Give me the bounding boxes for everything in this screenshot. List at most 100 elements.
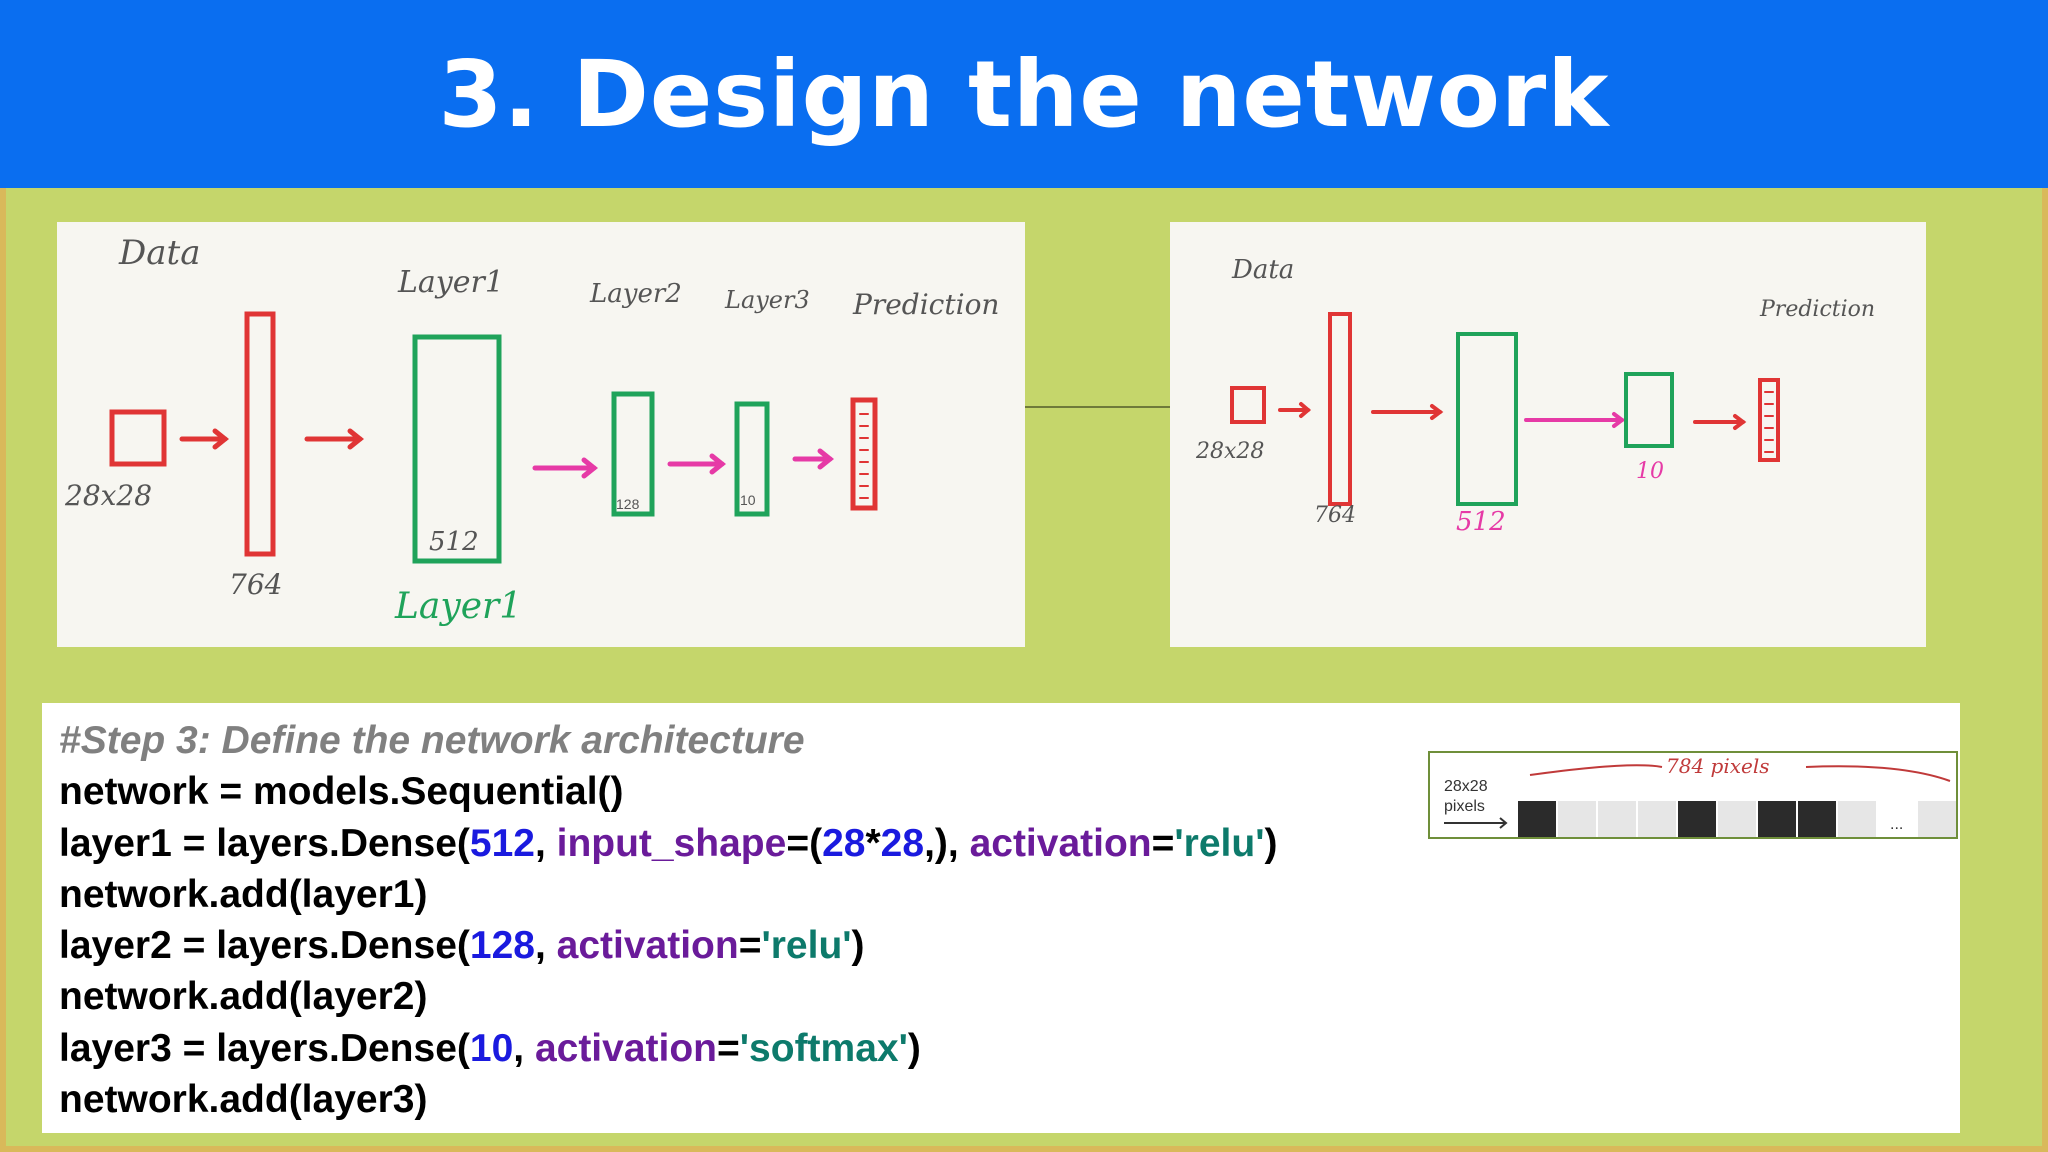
photo-connector-line [1025,406,1170,408]
prediction-ticks [1764,391,1774,453]
code-token: * [865,821,881,865]
whiteboard-photo-left: Data Layer1 Layer2 Layer3 Prediction 28x… [57,222,1025,647]
code-token: layer2 = layers.Dense( [59,924,470,968]
label-prediction: Prediction [1759,297,1875,322]
code-line: #Step 3: Define the network architecture [59,715,1277,766]
label-layer2: Layer2 [589,279,682,309]
code-block: #Step 3: Define the network architecture… [59,715,1277,1125]
code-token: 28 [822,821,866,865]
label-data: Data [1231,255,1294,285]
code-token: network.add(layer3) [59,1078,428,1122]
brace-left-curve [1529,764,1663,776]
red-arrow-1 [1278,402,1312,418]
frame-bottom-border [0,1146,2048,1152]
label-layer3-units: 10 [740,492,756,508]
code-token: = [1151,821,1175,865]
label-output-units: 10 [1636,459,1664,484]
pixel-cell [1678,801,1716,837]
label-layer3: Layer3 [724,286,810,314]
label-layer2-units: 128 [616,496,640,512]
pink-arrow-1 [1524,412,1626,428]
label-input-size: 28x28 [1195,439,1264,464]
network-sketch-right: Data Prediction 28x28 764 512 10 [1195,255,1875,537]
code-line: network = models.Sequential() [59,766,1277,817]
code-line: layer1 = layers.Dense(512, input_shape=(… [59,818,1277,869]
brace-right-curve [1805,765,1951,782]
red-arrow-1 [179,428,230,450]
code-token: 128 [469,924,535,968]
label-prediction: Prediction [852,288,999,321]
label-layer1-bottom: Layer1 [394,586,522,627]
pixel-cell [1918,801,1956,837]
frame-left-border [0,188,6,1152]
code-line: layer3 = layers.Dense(10, activation='so… [59,1023,1277,1074]
code-token: 'softmax' [739,1026,908,1070]
layer2-box [611,391,655,517]
code-token: activation [556,924,739,968]
pixel-cell [1798,801,1836,837]
code-token: = [717,1026,740,1070]
output-layer-box [1624,372,1674,448]
red-arrow-2 [1371,404,1444,420]
code-line: network.add(layer1) [59,869,1277,920]
whiteboard-photo-right: Data Prediction 28x28 764 512 10 [1170,222,1926,647]
label-flatten-size: 764 [1314,503,1356,528]
code-token: network.add(layer2) [59,975,428,1019]
label-layer1-top: Layer1 [397,265,504,300]
layer1-box [412,334,502,564]
code-token: network.add(layer1) [59,872,428,916]
code-line: network.add(layer2) [59,971,1277,1022]
code-token: ) [851,924,865,968]
prediction-vector [1758,378,1780,462]
pixel-cell [1878,801,1916,837]
pixel-ellipsis: ... [1890,816,1903,833]
code-token: =( [786,821,823,865]
code-token: ,), [924,821,970,865]
pixel-cell [1518,801,1556,837]
strip-cells: ... [1518,801,1956,837]
code-token: , [534,924,557,968]
code-token: input_shape [556,821,787,865]
red-arrow-3 [1693,414,1747,430]
title-banner: 3. Design the network [0,0,2048,188]
pixel-cell [1718,801,1756,837]
label-hidden-units: 512 [1456,507,1506,537]
layer3-box [734,401,770,517]
frame-right-border [2042,188,2048,1152]
code-token: 512 [469,821,535,865]
slide-title: 3. Design the network [438,40,1610,148]
input-image-square [1230,386,1266,424]
code-token: 28 [880,821,925,865]
code-line: layer2 = layers.Dense(128, activation='r… [59,920,1277,971]
prediction-ticks [859,413,869,499]
code-token: network = models.Sequential() [59,770,624,814]
flatten-vector [244,311,276,557]
pixel-cell [1558,801,1596,837]
code-token: activation [534,1026,717,1070]
pixel-cell [1758,801,1796,837]
code-token: activation [969,821,1152,865]
code-token: , [513,1026,535,1070]
prediction-vector [850,397,878,511]
code-token: layer1 = layers.Dense( [59,821,470,865]
code-token: 'relu' [761,924,852,968]
hidden-layer-box [1456,332,1518,506]
strip-arrow [1444,817,1508,829]
pixel-cell [1838,801,1876,837]
code-token: 'relu' [1174,821,1265,865]
pink-arrow-2 [667,453,727,475]
pixel-cell [1638,801,1676,837]
pixel-strip-illustration: 28x28 pixels 784 pixels ... [1428,751,1958,839]
strip-size-line1: 28x28 [1444,778,1488,795]
pixel-cell [1598,801,1636,837]
pixel-strip-svg: 28x28 pixels 784 pixels ... [1444,754,1956,837]
code-token: #Step 3: Define the network architecture [59,719,805,762]
label-flatten-size: 764 [229,568,282,601]
input-image-square [109,409,167,467]
strip-size-line2: pixels [1444,798,1485,815]
label-layer1-units: 512 [429,527,479,557]
code-token: ) [1264,821,1278,865]
network-sketch-left: Data Layer1 Layer2 Layer3 Prediction 28x… [64,233,999,627]
code-token: 10 [469,1026,514,1070]
label-input-size: 28x28 [64,479,152,512]
